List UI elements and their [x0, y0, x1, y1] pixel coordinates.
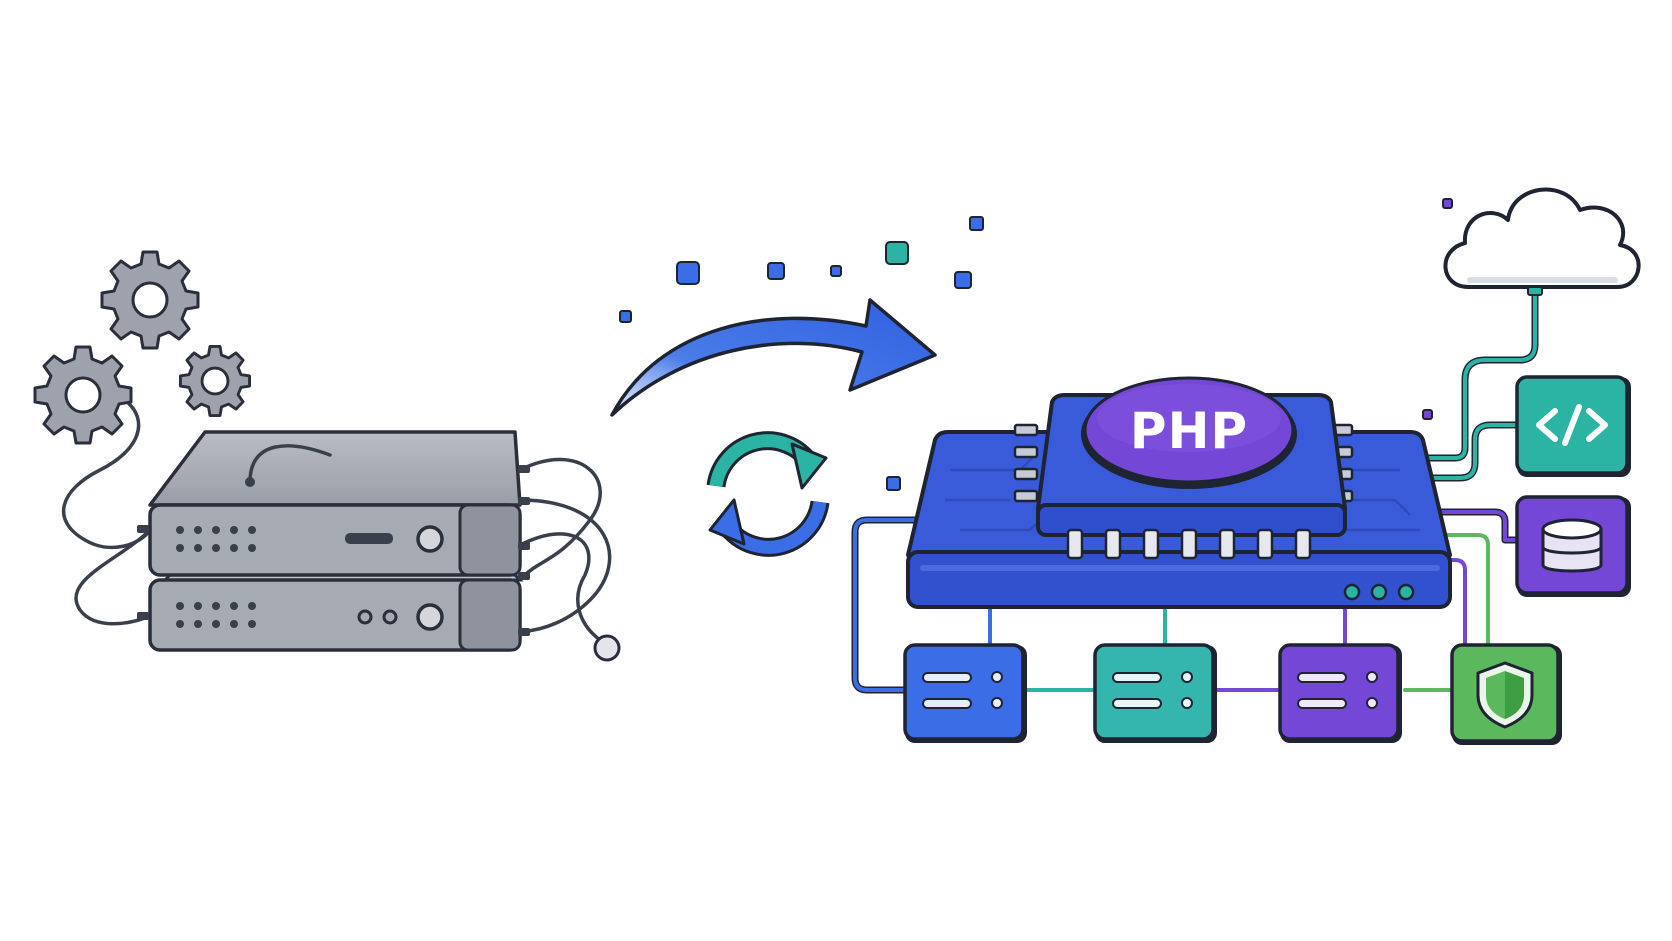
legacy-server-stack	[62, 398, 621, 662]
cloud-icon	[1443, 187, 1641, 296]
data-particles	[619, 198, 1453, 491]
legacy-server-bottom	[148, 558, 524, 652]
sync-icon	[706, 431, 830, 557]
migration-arrow-icon	[610, 298, 937, 417]
php-engine-icon: PHP	[906, 376, 1452, 609]
server-module-icon	[903, 643, 1027, 743]
php-label: PHP	[1130, 402, 1248, 460]
server-module-icon	[1093, 643, 1217, 743]
cable-end-node	[593, 634, 621, 662]
shield-icon	[1450, 643, 1562, 745]
connection-lines	[851, 286, 1539, 694]
gear-icon	[179, 345, 251, 417]
gear-icon	[100, 250, 200, 350]
database-icon	[1515, 495, 1631, 597]
gear-icon	[33, 345, 133, 445]
server-module-icon	[1278, 643, 1402, 743]
legacy-connectors	[137, 465, 530, 636]
code-icon	[1515, 375, 1631, 477]
legacy-server-top	[148, 430, 522, 577]
